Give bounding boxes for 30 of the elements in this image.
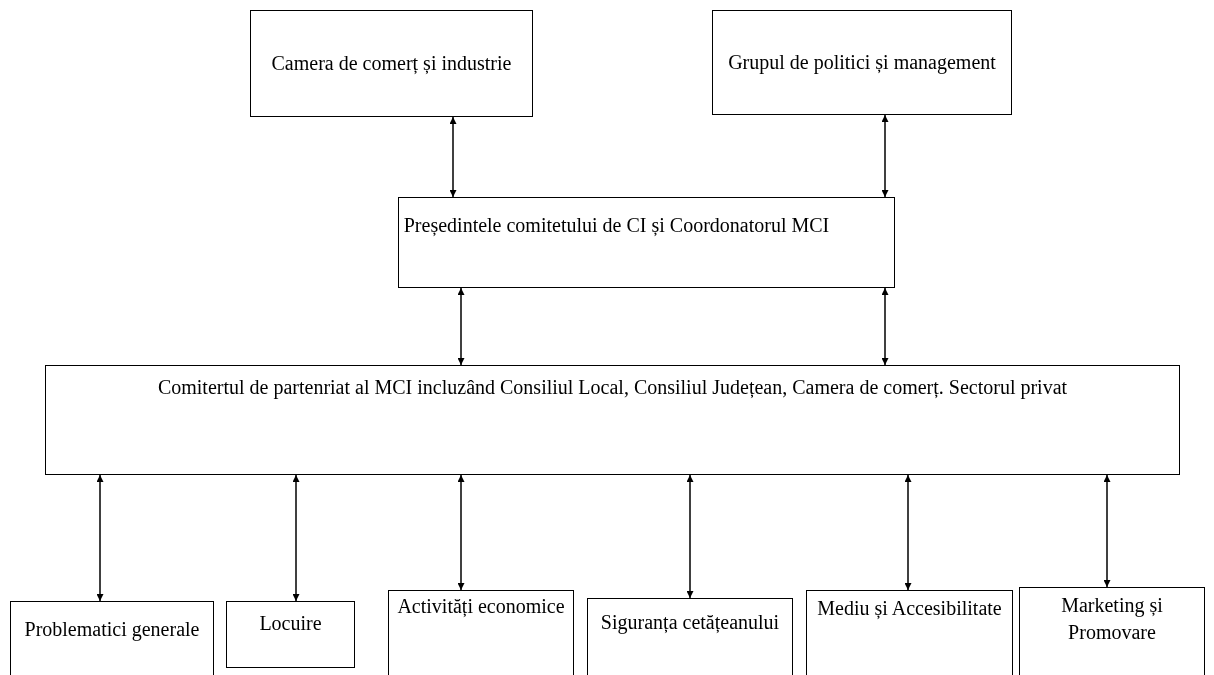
org-box <box>10 601 214 675</box>
double-arrow <box>457 474 465 591</box>
org-box <box>587 598 793 675</box>
box-label: Grupul de politici și management <box>728 50 996 76</box>
double-arrow <box>904 474 912 591</box>
double-arrow <box>1103 474 1111 588</box>
org-box <box>226 601 355 668</box>
org-box <box>250 10 533 117</box>
org-box <box>806 590 1013 675</box>
double-arrow <box>449 116 457 198</box>
double-arrow <box>457 287 465 366</box>
org-box <box>388 590 574 675</box>
box-label: Siguranța cetățeanului <box>600 610 780 636</box>
box-label: Mediu și Accesibilitate <box>817 596 1002 621</box>
double-arrow <box>96 474 104 602</box>
double-arrow <box>881 114 889 198</box>
double-arrow <box>292 474 300 602</box>
box-label: Camera de comerț și industrie <box>271 51 512 76</box>
double-arrow <box>881 287 889 366</box>
box-label: Activități economice <box>397 594 565 619</box>
org-box <box>712 10 1012 115</box>
box-label: Problematici generale <box>24 617 200 643</box>
org-box <box>398 197 895 288</box>
double-arrow <box>686 474 694 599</box>
org-box <box>1019 587 1205 675</box>
box-label: Marketing și Promovare <box>1060 593 1164 645</box>
box-label: Comitertul de partenriat al MCI incluzând Consiliul Local, Consiliul Județean, Camera de comerț. Sectorul privat <box>157 375 1068 401</box>
box-label: Președintele comitetului de CI și Coordonatorul MCI <box>403 213 830 238</box>
org-box <box>45 365 1180 475</box>
box-label: Locuire <box>259 611 322 636</box>
